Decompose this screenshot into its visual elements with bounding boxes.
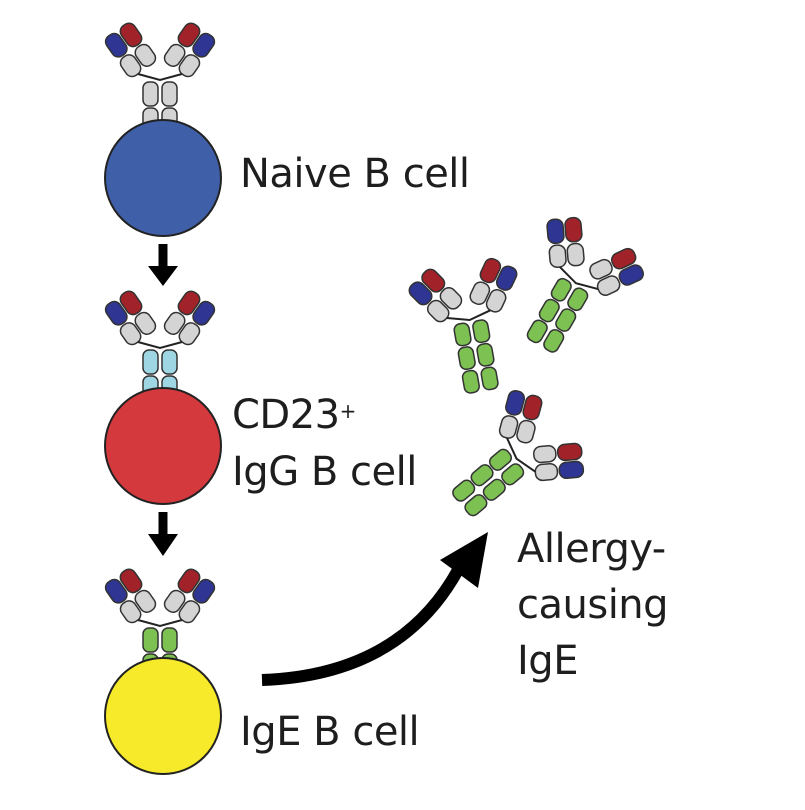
- igg-b-cell-receptor: [103, 288, 217, 400]
- free-ige-antibody-2: [490, 203, 655, 374]
- cd23-label: CD23+: [232, 393, 356, 437]
- down-arrow-1: [148, 244, 178, 286]
- cd23-text: CD23: [232, 392, 340, 438]
- free-ige-antibody-1: [403, 251, 538, 400]
- free-ige-antibody-3: [425, 377, 599, 549]
- allergy-label-line-1: Allergy-: [517, 526, 666, 572]
- igg-b-cell-label: IgG B cell: [232, 449, 417, 495]
- naive-b-cell-receptor: [103, 20, 217, 132]
- naive-b-cell: [104, 119, 222, 237]
- igg-b-cell: [104, 387, 222, 505]
- ige-b-cell-label: IgE B cell: [240, 709, 420, 755]
- naive-b-cell-label: Naive B cell: [240, 151, 470, 197]
- curved-arrow: [261, 532, 488, 686]
- ige-b-cell: [104, 657, 222, 775]
- down-arrow-2: [148, 512, 178, 556]
- cd23-superscript: +: [339, 399, 357, 423]
- allergy-label-line-2: causing: [517, 582, 669, 628]
- allergy-label-line-3: IgE: [517, 638, 578, 684]
